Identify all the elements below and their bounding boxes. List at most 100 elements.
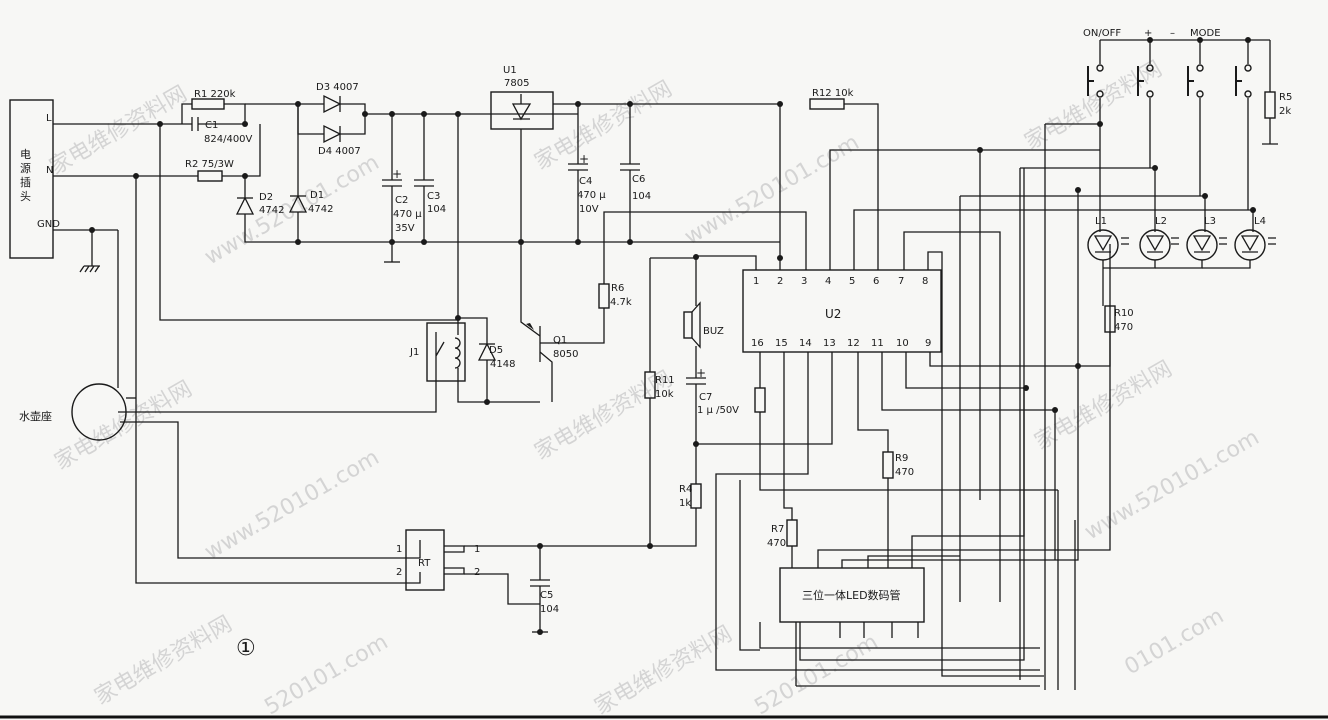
d1-value: 4742: [308, 204, 333, 215]
r4-ref: R4: [679, 484, 692, 495]
watermark-url: www.520101.com: [1081, 425, 1264, 545]
c5-value: 104: [540, 604, 559, 615]
r12-label: R12 10k: [812, 88, 854, 99]
svg-text:4: 4: [825, 276, 831, 287]
c6-ref: C6: [632, 174, 645, 185]
svg-text:13: 13: [823, 338, 836, 349]
l3-ref: L3: [1204, 216, 1216, 227]
rt-sensor: 1 2 RT 1 2 C5 104: [396, 529, 559, 633]
d4-label: D4 4007: [318, 146, 361, 157]
l4-ref: L4: [1254, 216, 1266, 227]
watermark-cn: 家电维修资料网: [51, 377, 197, 476]
watermark-cn: 家电维修资料网: [46, 82, 192, 181]
r6-ref: R6: [611, 283, 624, 294]
c3-ref: C3: [427, 191, 440, 202]
watermark-cn: 家电维修资料网: [1021, 57, 1167, 156]
watermark-cn: 家电维修资料网: [1031, 357, 1177, 456]
u2-pins-top: 1 2 3 4 5 6 7 8: [753, 276, 928, 287]
rectifier-diodes: D3 4007 D4 4007: [297, 82, 578, 157]
svg-text:+: +: [392, 167, 402, 181]
c3-value: 104: [427, 204, 446, 215]
c7-value: 1 μ /50V: [697, 405, 739, 416]
svg-text:16: 16: [751, 338, 764, 349]
d2-ref: D2: [259, 192, 273, 203]
c4-value1: 470 μ: [577, 190, 606, 201]
j1-ref: J1: [409, 347, 419, 358]
svg-text:8: 8: [922, 276, 928, 287]
r1-label: R1 220k: [194, 89, 236, 100]
bus-wiring: [959, 123, 1205, 690]
figure-number: ①: [236, 636, 256, 661]
d2-value: 4742: [259, 205, 284, 216]
r11-ref: R11: [655, 375, 675, 386]
d5-ref: D5: [489, 345, 503, 356]
watermark-url: 0101.com: [1121, 604, 1229, 681]
svg-text:10: 10: [896, 338, 909, 349]
led-l2: L2: [1103, 216, 1171, 269]
indicator-leds: L1 L2 L3 L4 R10 470: [1087, 124, 1276, 333]
r7-value: 470: [767, 538, 786, 549]
u1-regulator: U1 7805: [490, 65, 780, 242]
button-onoff-label: ON/OFF: [1083, 28, 1121, 39]
plug-pin-n: N: [46, 165, 53, 176]
filter-caps: + C2 470 μ 35V C3 104: [382, 114, 780, 263]
r5-ref: R5: [1279, 92, 1292, 103]
plug-pin-gnd: GND: [37, 219, 60, 230]
button-minus: [1187, 40, 1204, 196]
buzzer-circuit: BUZ + C7 1 μ /50V R4 1k R11 10k: [486, 255, 833, 547]
svg-text:15: 15: [775, 338, 788, 349]
u1-value: 7805: [504, 78, 529, 89]
r9-value: 470: [895, 467, 914, 478]
watermark-url: 520101.com: [261, 630, 393, 720]
svg-text:7: 7: [898, 276, 904, 287]
c5-ref: C5: [540, 590, 553, 601]
watermark-cn: 家电维修资料网: [91, 612, 237, 711]
rt-pin-1: 1: [396, 544, 402, 555]
c1-value: 824/400V: [204, 134, 253, 145]
d5-value: 4148: [490, 359, 515, 370]
q1-value: 8050: [553, 349, 578, 360]
c6-value: 104: [632, 191, 651, 202]
rt-pin-2: 2: [396, 567, 402, 578]
c7-ref: C7: [699, 392, 712, 403]
r9-ref: R9: [895, 453, 908, 464]
r10-value: 470: [1114, 322, 1133, 333]
svg-text:5: 5: [849, 276, 855, 287]
c2-ref: C2: [395, 195, 408, 206]
svg-text:+: +: [579, 152, 589, 166]
svg-text:11: 11: [871, 338, 884, 349]
l2-ref: L2: [1155, 216, 1167, 227]
svg-text:14: 14: [799, 338, 812, 349]
r1-c1-network: R1 220k C1 824/400V: [181, 89, 298, 145]
r11-value: 10k: [655, 389, 674, 400]
push-buttons: ON/OFF + – MODE R5 2k: [1083, 28, 1292, 210]
relay-j1: J1 D5 4148: [118, 115, 540, 413]
r4-value: 1k: [679, 498, 691, 509]
watermark-url: www.520101.com: [201, 445, 384, 565]
regulator-caps: + C4 470 μ 10V C6 104: [568, 104, 651, 242]
r6-value: 4.7k: [610, 297, 632, 308]
svg-text:9: 9: [925, 338, 931, 349]
svg-text:1: 1: [753, 276, 759, 287]
watermark-cn: 家电维修资料网: [591, 622, 737, 720]
buz-ref: BUZ: [703, 326, 724, 337]
u2-pins-bottom: 16 15 14 13 12 11 10 9: [751, 338, 931, 349]
mains-wiring: [53, 123, 458, 584]
kettle-base-label: 水壶座: [19, 409, 52, 423]
c2-value2: 35V: [395, 223, 415, 234]
button-plus: [1137, 40, 1154, 168]
c4-value2: 10V: [579, 204, 599, 215]
r7-ref: R7: [771, 524, 784, 535]
r12: R12 10k: [779, 88, 879, 270]
svg-text:+: +: [696, 366, 706, 380]
junction-dots: [89, 37, 1256, 635]
power-plug: 电 源 插 头 L N GND: [9, 99, 60, 259]
watermark-url: www.520101.com: [681, 130, 864, 250]
button-mode: [1235, 40, 1252, 210]
q1-ref: Q1: [553, 335, 567, 346]
svg-text:3: 3: [801, 276, 807, 287]
kettle-base: 水壶座: [19, 383, 400, 559]
plug-label-char-4: 头: [20, 190, 31, 203]
rt-ref: RT: [418, 558, 431, 569]
